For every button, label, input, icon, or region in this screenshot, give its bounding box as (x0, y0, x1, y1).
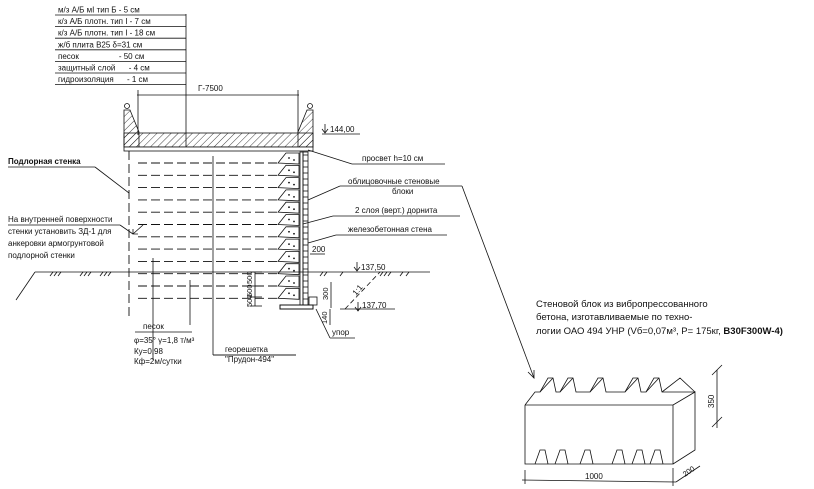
note-line-1: На внутренней поверхности (8, 215, 112, 224)
road-width-dimension: Г-7500 (137, 84, 299, 135)
elevation-top: 144,00 (321, 124, 360, 135)
gravel-wedge (277, 201, 300, 214)
gravel-dot (293, 257, 295, 260)
rc-wall-label: железобетонная стена (307, 225, 447, 244)
gravel-dot (288, 169, 290, 172)
gravel-dot (288, 157, 290, 159)
sand-param-2: Ку=0,98 (134, 347, 163, 356)
elevation-base-label: 137,70 (362, 301, 387, 310)
gravel-dot (288, 267, 290, 270)
retaining-wall-text: Подлорная стенка (8, 157, 81, 166)
gravel-dot (293, 196, 295, 198)
gravel-dot (293, 171, 295, 174)
gap-text: просвет h=10 см (362, 154, 423, 163)
sand-label: песок φ=35° γ=1,8 т/м³ Ку=0,98 Кф=2м/сут… (134, 322, 195, 366)
gravel-dot (293, 269, 295, 272)
note-line-3: анкеровки армогрунтовой (8, 239, 104, 248)
gravel-dot (288, 194, 290, 196)
block-caption-grade: В30F300W-4) (723, 326, 782, 337)
gravel-dot (293, 245, 295, 248)
gravel-dot (288, 218, 290, 221)
facing-blocks (303, 154, 308, 300)
step-c-label: 500 (245, 294, 254, 307)
layers-table: м/з А/Б мI тип Б - 5 см к/з А/Б плотн. ти… (55, 6, 186, 85)
gravel-dot (293, 294, 295, 297)
gravel-wedge (277, 263, 300, 276)
note-line-4: подлорной стенки (8, 251, 75, 260)
facing-text-1: облицовочные стеновые (348, 177, 440, 186)
gravel-wedge (277, 238, 300, 251)
stop-label: упор (315, 308, 355, 339)
gravel-wedge (277, 275, 300, 288)
dornit-text: 2 слоя (верт.) дорнита (355, 206, 438, 215)
geogrid-label: георешетка "Прудон-494" (213, 345, 296, 364)
block-length-label: 1000 (585, 472, 603, 481)
retaining-wall-label: Подлорная стенка (8, 157, 130, 194)
layer-row: м/з А/Б мI тип Б - 5 см (58, 6, 140, 15)
gravel-dot (293, 183, 295, 186)
facing-text-2: блоки (392, 187, 413, 196)
gravel-dot (293, 282, 295, 284)
block-height-label: 350 (707, 394, 716, 408)
gravel-dot (288, 181, 290, 184)
step-b-label: 600 (245, 284, 254, 297)
footing-height-label: 300 (321, 287, 330, 300)
road-slab (123, 103, 314, 152)
gravel-dot (293, 208, 295, 211)
gravel-wedge (277, 189, 300, 202)
layer-row: к/з А/Б плотн. тип I - 7 см (58, 17, 151, 26)
gravel-wedge (277, 177, 300, 190)
gravel-wedge (277, 226, 300, 239)
elevation-ground: 137,50 (353, 262, 386, 272)
gravel-dot (293, 220, 295, 223)
dornit-label: 2 слоя (верт.) дорнита (302, 206, 460, 225)
gravel-dot (288, 292, 290, 295)
block-caption-3: логии ОАО 494 УНР (Vб=0,07м³, Р= 175кг, (536, 326, 723, 337)
wall-offset-label: 200 (312, 245, 326, 254)
layer-row: защитный слой - 4 см (58, 64, 150, 73)
gravel-dot (293, 159, 295, 161)
gravel-dot (288, 206, 290, 209)
gravel-wedge (277, 251, 300, 263)
layer-row: гидроизоляция - 1 см (58, 75, 148, 84)
gravel-dot (288, 280, 290, 282)
footing-depth-label: 140 (320, 311, 329, 324)
sand-text: песок (143, 322, 164, 331)
layer-row: ж/б плита В25 δ=31 см (58, 40, 142, 49)
facing-label: облицовочные стеновые блоки (307, 177, 535, 379)
elevation-base: 137,70 (354, 301, 387, 312)
gravel-wedge (277, 164, 300, 177)
gap-label: просвет h=10 см (307, 149, 445, 165)
gravel-dot (288, 255, 290, 258)
slope-label: 1:1 (351, 283, 365, 298)
gravel-dot (288, 230, 290, 233)
block-caption-2: бетона, изготавливаемые по техно- (536, 312, 692, 323)
geogrid-text-1: георешетка (225, 345, 268, 354)
block-width-label: 200 (681, 464, 696, 479)
step-a-label: 500 (245, 271, 254, 284)
gravel-wedge (277, 152, 300, 165)
stop-text: упор (332, 328, 350, 337)
wall-block-drawing: 350 1000 200 (521, 364, 723, 486)
sand-param-1: φ=35° γ=1,8 т/м³ (134, 336, 195, 345)
svg-text:логии ОАО 494 УНР (Vб=0,07м³,: логии ОАО 494 УНР (Vб=0,07м³, Р= 175кг, … (536, 326, 783, 337)
anchor-note: На внутренней поверхности стенки установ… (8, 215, 144, 260)
sand-param-3: Кф=2м/сутки (134, 357, 182, 366)
rc-wall-text: железобетонная стена (348, 225, 432, 234)
gravel-dot (288, 243, 290, 246)
stop-block (308, 296, 318, 306)
block-caption-1: Стеновой блок из вибропрессованного (536, 299, 708, 310)
note-line-2: стенки установить ЗД-1 для (8, 227, 111, 236)
geogrid-text-2: "Прудон-494" (225, 355, 274, 364)
elevation-top-label: 144,00 (330, 125, 355, 134)
gravel-wedge (277, 287, 300, 300)
road-width-label: Г-7500 (198, 84, 223, 93)
elevation-ground-label: 137,50 (361, 263, 386, 272)
layer-row: к/з А/Б плотн. тип I - 18 см (58, 29, 155, 38)
gravel-dot (293, 232, 295, 235)
step-dimensions: 500 600 500 300 140 200 (245, 245, 332, 325)
layer-row: песок - 50 см (58, 52, 144, 61)
block-caption: Стеновой блок из вибропрессованного бето… (536, 299, 783, 337)
gravel-wedge (277, 214, 300, 226)
